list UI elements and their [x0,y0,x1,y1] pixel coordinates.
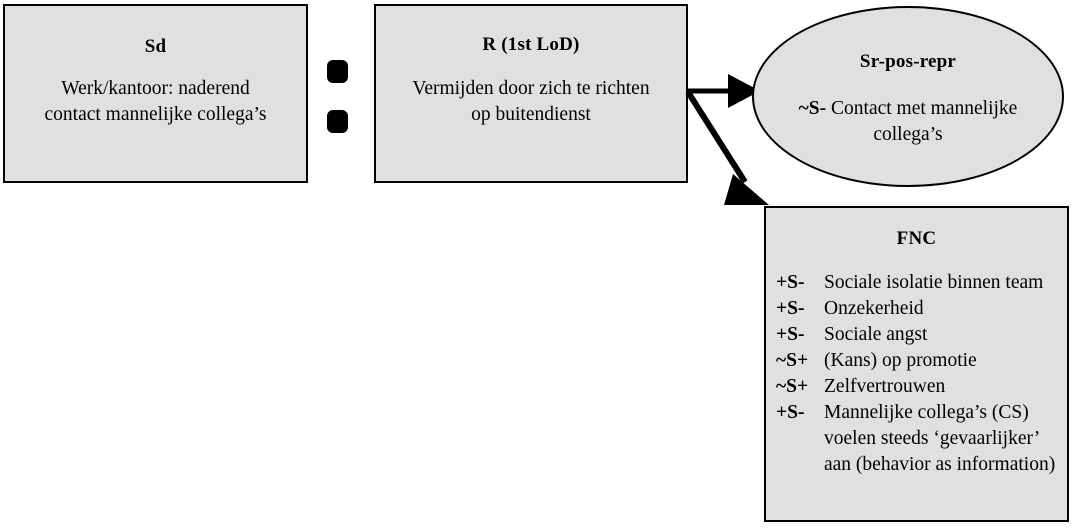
node-r-body-line-2: op buitendienst [471,104,591,125]
fnc-item-marker: ~S+ [776,376,809,397]
fnc-list-item: ~S+ Zelfvertrouwen [776,374,1059,400]
square-dot-icon [327,60,348,83]
node-sr-body-text-1: Contact met mannelijke [831,98,1018,119]
node-r[interactable]: R (1st LoD) Vermijden door zich te richt… [374,4,688,183]
node-sr-body-line-1: ~S- Contact met mannelijke [784,96,1032,122]
node-sd-body-line-1: Werk/kantoor: naderend [61,78,250,99]
node-sr-title: Sr-pos-repr [859,51,957,72]
fnc-list-item: ~S+ (Kans) op promotie [776,348,1059,374]
connector-sd-to-r [327,60,351,138]
fnc-item-marker: +S- [776,298,805,319]
arrow-r-to-fnc [685,90,769,205]
fnc-item-text: Onzekerheid [824,298,924,319]
fnc-item-text: (Kans) op promotie [824,350,977,371]
node-sr-body-line-2: collega’s [873,124,943,145]
node-r-body-line-1: Vermijden door zich te richten [412,78,650,99]
fnc-item-marker: +S- [776,272,805,293]
fnc-list-item: +S- Mannelijke collega’s (CS) voelen stee… [776,400,1059,478]
node-sr-pos-repr[interactable]: Sr-pos-repr ~S- Contact met mannelijke c… [752,6,1064,187]
node-sd[interactable]: Sd Werk/kantoor: naderend contact mannel… [3,4,308,183]
fnc-item-marker: ~S+ [776,350,809,371]
fnc-item-text: Mannelijke collega’s (CS) voelen steeds … [824,402,1056,475]
node-fnc-title: FNC [896,228,937,249]
fnc-list-item: +S- Sociale angst [776,322,1059,348]
node-sd-body: Werk/kantoor: naderend contact mannelijk… [5,76,306,128]
fnc-list-item: +S- Onzekerheid [776,296,1059,322]
node-fnc[interactable]: FNC +S- Sociale isolatie binnen team +S- On… [764,206,1069,522]
fnc-item-marker: +S- [776,402,805,423]
fnc-item-list: +S- Sociale isolatie binnen team +S- Onzeke… [776,270,1059,478]
node-sr-body: ~S- Contact met mannelijke collega’s [754,96,1062,148]
square-dot-icon [327,110,348,133]
fnc-list-item: +S- Sociale isolatie binnen team [776,270,1059,296]
fnc-item-marker: +S- [776,324,805,345]
node-sd-title: Sd [144,36,167,57]
fnc-item-text: Sociale angst [824,324,928,345]
node-r-title: R (1st LoD) [482,34,580,55]
arrow-r-to-sr [687,74,760,108]
fnc-item-text: Sociale isolatie binnen team [824,272,1044,293]
node-r-body: Vermijden door zich te richten op buiten… [376,76,686,128]
node-sd-body-line-2: contact mannelijke collega’s [44,104,267,125]
node-sr-marker: ~S- [798,98,827,119]
fnc-item-text: Zelfvertrouwen [824,376,946,397]
